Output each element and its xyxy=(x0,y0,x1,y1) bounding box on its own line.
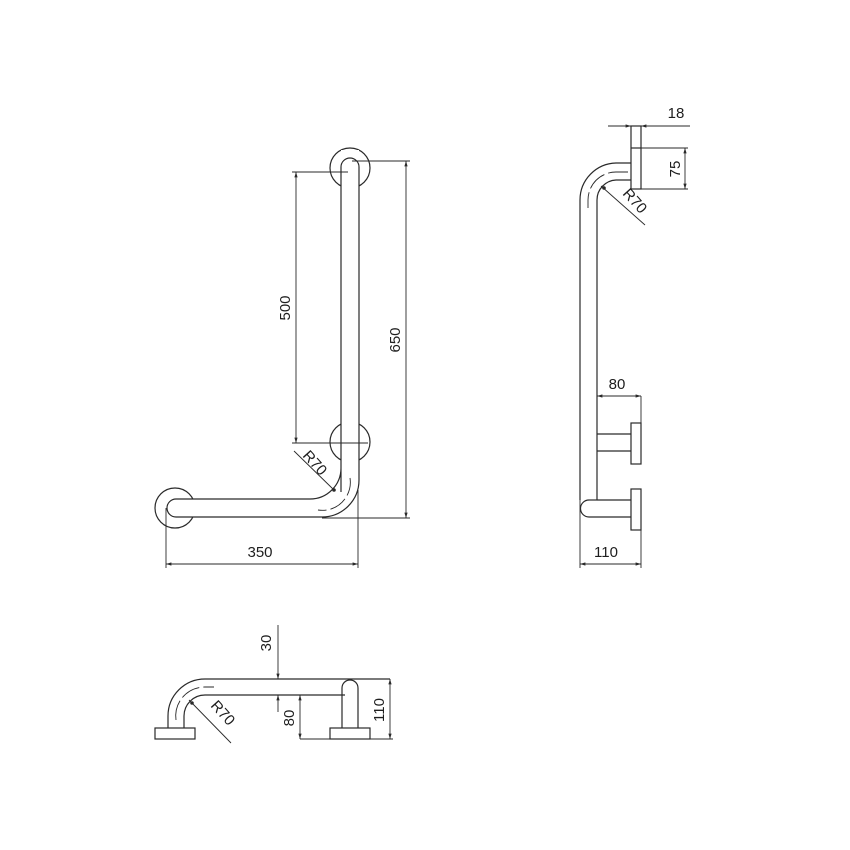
dim-80-top: 80 xyxy=(281,710,298,727)
dim-18: 18 xyxy=(668,105,685,122)
side-tube xyxy=(579,162,631,500)
bottom-flange xyxy=(630,488,642,531)
dim-350: 350 xyxy=(247,544,272,561)
right-base-plate xyxy=(329,727,371,740)
dim-75: 75 xyxy=(667,161,684,178)
dim-110-side: 110 xyxy=(594,544,618,561)
top-flange xyxy=(630,125,642,190)
middle-flange xyxy=(630,422,642,465)
dim-30: 30 xyxy=(258,635,275,652)
side-view: R70 18 75 80 110 xyxy=(579,105,690,568)
grab-bar-tube xyxy=(166,157,360,518)
dim-r70-side: R70 xyxy=(619,185,650,217)
dim-110-top: 110 xyxy=(371,698,388,722)
right-post xyxy=(341,679,359,728)
dim-80-side: 80 xyxy=(609,376,626,393)
top-view: R70 30 80 110 xyxy=(154,625,393,744)
left-base-plate xyxy=(154,727,196,740)
dim-500: 500 xyxy=(277,295,294,320)
dim-r70-front: R70 xyxy=(299,447,330,479)
top-tube xyxy=(167,678,390,728)
front-view: 500 650 R70 350 xyxy=(154,147,410,568)
dim-r70-top: R70 xyxy=(207,697,238,729)
dim-650: 650 xyxy=(387,327,404,352)
